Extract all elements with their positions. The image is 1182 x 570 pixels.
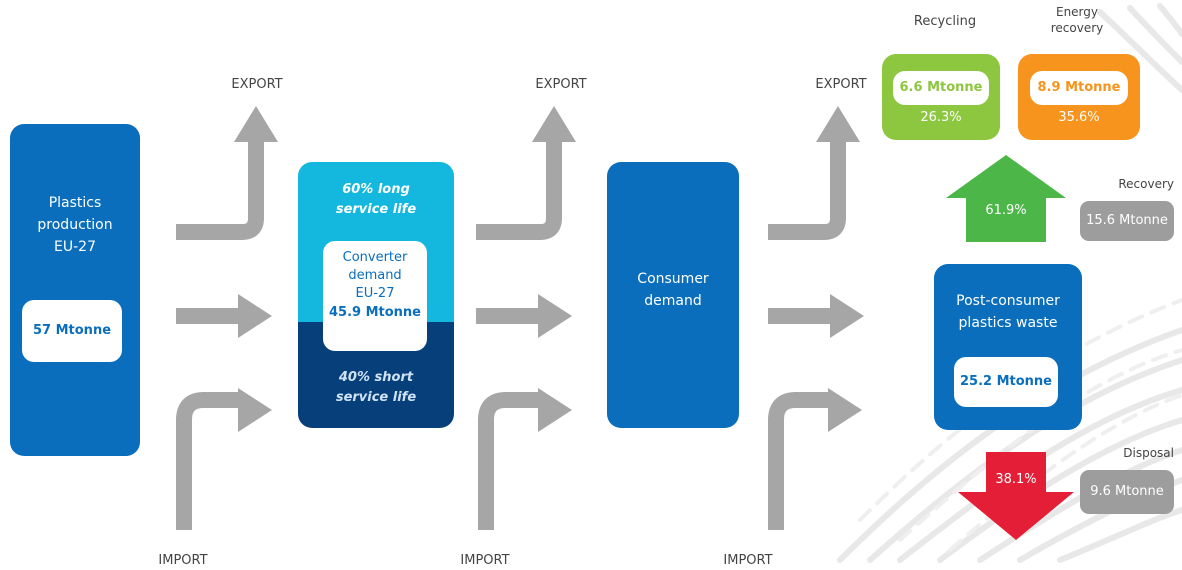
energy-value-pill: 8.9 Mtonne: [1030, 71, 1128, 105]
export-arrowhead-3: [816, 106, 860, 142]
recycling-value-pill: 6.6 Mtonne: [893, 71, 989, 105]
flow-arrowhead-3: [830, 294, 864, 338]
recovery-arrow: [946, 155, 1066, 242]
recovery-value-pill: 15.6 Mtonne: [1080, 201, 1174, 241]
export-arrow-2: [476, 140, 562, 240]
export-label-3: EXPORT: [815, 77, 867, 92]
export-arrow-1: [176, 140, 264, 240]
energy-recovery-label: Energy recovery: [1050, 5, 1104, 35]
waste-value-pill: 25.2 Mtonne: [954, 357, 1058, 407]
flow-arrow-3: [768, 308, 832, 324]
plastics-production-block: Plastics production EU-27: [10, 124, 140, 456]
import-arrowhead-2: [538, 388, 572, 432]
flow-arrow-1: [176, 308, 240, 324]
flow-arrowhead-1: [238, 294, 272, 338]
export-arrow-3: [768, 140, 846, 240]
import-arrowhead-1: [238, 388, 272, 432]
import-arrow-3: [768, 392, 830, 530]
consumer-title: Consumer demand: [637, 271, 709, 309]
production-title: Plastics production EU-27: [37, 195, 113, 255]
converter-value: 45.9 Mtonne: [328, 305, 421, 320]
export-arrowhead-2: [532, 106, 576, 142]
short-service-life-label: 40% short service life: [335, 370, 417, 405]
export-label-2: EXPORT: [535, 77, 587, 92]
converter-demand-pill: Converter demand EU-27 45.9 Mtonne: [323, 241, 427, 351]
export-arrowhead-1: [234, 106, 278, 142]
production-value-pill: 57 Mtonne: [22, 300, 122, 362]
import-label-2: IMPORT: [460, 553, 510, 568]
flow-arrow-2: [476, 308, 540, 324]
import-arrowhead-3: [828, 388, 862, 432]
recovery-percent: 61.9%: [985, 203, 1027, 218]
flow-arrowhead-2: [538, 294, 572, 338]
consumer-demand-block: Consumer demand: [607, 162, 739, 428]
import-label-3: IMPORT: [723, 553, 773, 568]
import-arrow-2: [478, 392, 540, 530]
long-service-life-label: 60% long service life: [335, 182, 417, 217]
disposal-percent: 38.1%: [995, 472, 1037, 487]
import-label-1: IMPORT: [158, 553, 208, 568]
disposal-label: Disposal: [1123, 446, 1174, 460]
recycling-percent: 26.3%: [920, 110, 962, 125]
disposal-value-pill: 9.6 Mtonne: [1080, 470, 1174, 514]
recycling-label: Recycling: [913, 14, 977, 29]
converter-title: Converter demand EU-27: [342, 250, 408, 301]
disposal-arrow: [958, 452, 1074, 540]
recovery-label: Recovery: [1118, 177, 1174, 191]
export-label-1: EXPORT: [231, 77, 283, 92]
import-arrow-1: [176, 392, 240, 530]
energy-percent: 35.6%: [1058, 110, 1100, 125]
waste-title: Post-consumer plastics waste: [956, 293, 1060, 331]
